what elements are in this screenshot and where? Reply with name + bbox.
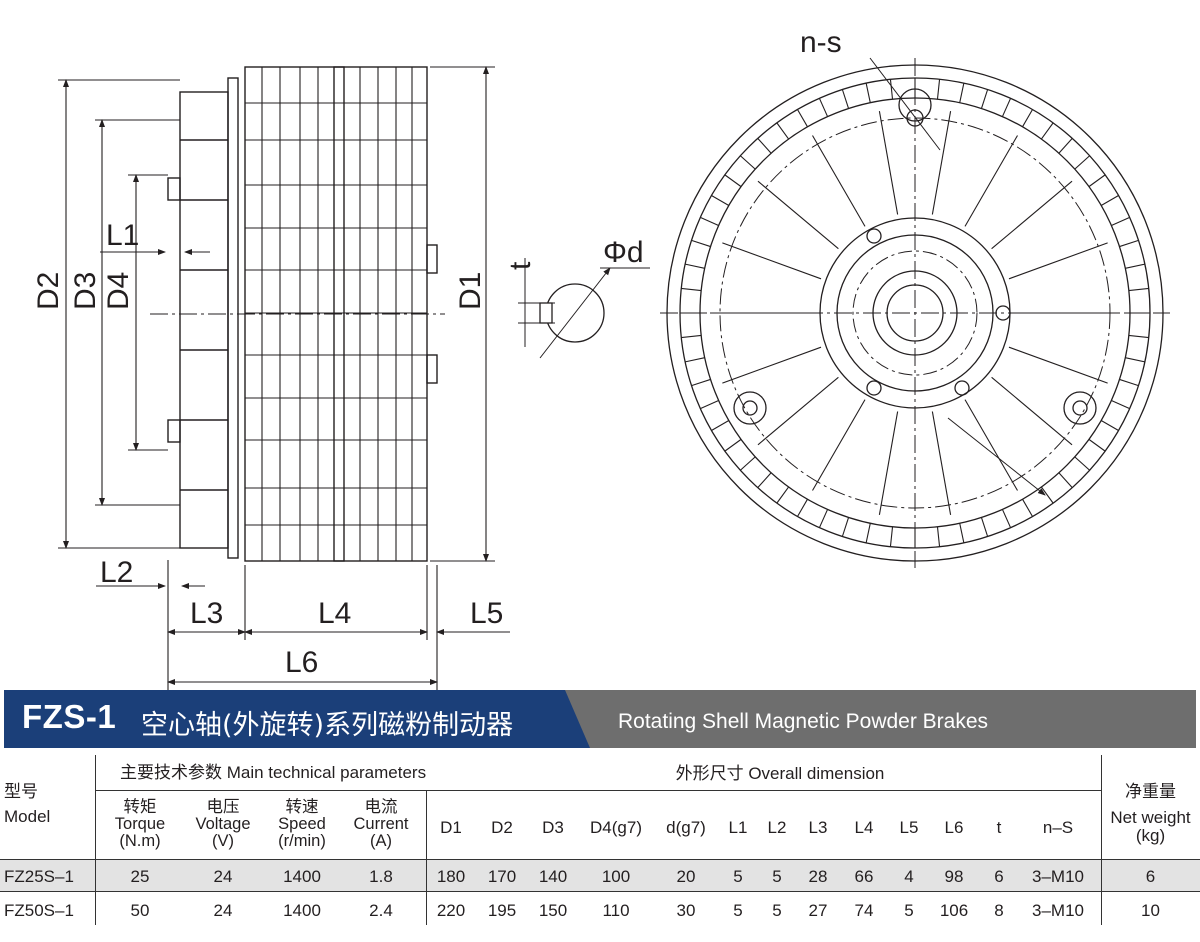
cell: 195 <box>487 901 517 920</box>
param-en: Torque <box>114 815 166 833</box>
cell: 66 <box>854 867 874 886</box>
cell: 150 <box>538 901 568 920</box>
net-weight-unit: (kg) <box>1135 826 1166 845</box>
param-unit: (r/min) <box>278 832 326 850</box>
param-cn: 电流 <box>364 798 398 816</box>
cell: 6 <box>994 867 1004 886</box>
param-en: Current <box>353 815 409 833</box>
shaft-keyway-detail <box>518 258 650 359</box>
label-l1: L1 <box>106 219 139 252</box>
label-phi-d: Φd <box>603 236 644 269</box>
cell-weight: 10 <box>1141 901 1160 920</box>
cell: 180 <box>436 867 466 886</box>
model-header-cn: 型号 <box>4 782 38 801</box>
label-d1: D1 <box>454 272 487 310</box>
label-l5: L5 <box>470 597 503 630</box>
cell: 220 <box>436 901 466 920</box>
cell: 170 <box>487 867 517 886</box>
title-english: Rotating Shell Magnetic Powder Brakes <box>618 710 989 733</box>
param-en: Speed <box>278 815 326 833</box>
cell-model: FZ25S–1 <box>4 867 74 886</box>
cell: 5 <box>733 867 743 886</box>
side-view <box>150 66 445 562</box>
cell: 30 <box>676 901 696 920</box>
cell: 3–M10 <box>1032 867 1084 886</box>
label-d2: D2 <box>32 272 65 310</box>
cell: 24 <box>213 867 233 886</box>
cell: 106 <box>939 901 969 920</box>
label-l3: L3 <box>190 597 223 630</box>
cell: 5 <box>772 901 782 920</box>
dim-header-l2: L2 <box>767 818 787 837</box>
dim-header-d: d(g7) <box>666 818 706 837</box>
param-unit: (N.m) <box>119 832 161 850</box>
cell: 2.4 <box>369 901 393 920</box>
cell: 140 <box>538 867 568 886</box>
label-l2: L2 <box>100 556 133 589</box>
technical-drawing: D2 D3 D4 L1 L2 L3 L4 L5 L6 D1 t Φd n-s <box>32 26 1170 690</box>
param-cn: 转速 <box>285 798 319 816</box>
label-n-s: n-s <box>800 26 842 59</box>
param-en: Voltage <box>195 815 251 833</box>
cell: 1.8 <box>369 867 393 886</box>
title-chinese: 空心轴(外旋转)系列磁粉制动器 <box>141 710 514 741</box>
dimension-lines <box>58 66 510 690</box>
cell: 100 <box>601 867 631 886</box>
model-series-code: FZS-1 <box>22 698 117 735</box>
label-t: t <box>504 261 537 270</box>
cell: 25 <box>130 867 150 886</box>
cell: 28 <box>808 867 828 886</box>
dim-header-d3: D3 <box>542 818 564 837</box>
cell: 4 <box>904 867 914 886</box>
front-view <box>660 57 1170 568</box>
dim-header-l6: L6 <box>944 818 964 837</box>
cell: 50 <box>130 901 150 920</box>
cell: 5 <box>772 867 782 886</box>
dim-header-l4: L4 <box>854 818 874 837</box>
net-weight-header-cn: 净重量 <box>1125 782 1176 801</box>
dim-header-ns: n–S <box>1042 818 1074 837</box>
title-banner: FZS-1 空心轴(外旋转)系列磁粉制动器 Rotating Shell Mag… <box>0 690 1200 748</box>
param-unit: (V) <box>212 832 234 850</box>
cell: 8 <box>994 901 1004 920</box>
banner-left-panel <box>4 690 594 748</box>
label-d3: D3 <box>69 272 102 310</box>
cell: 24 <box>213 901 233 920</box>
cell: 5 <box>904 901 914 920</box>
label-l6: L6 <box>285 646 318 679</box>
cell: 5 <box>733 901 743 920</box>
cell: 3–M10 <box>1032 901 1084 920</box>
dim-header-d4: D4(g7) <box>590 818 642 837</box>
dim-header-t: t <box>996 818 1002 837</box>
dim-header-d2: D2 <box>491 818 513 837</box>
cell: 1400 <box>283 901 321 920</box>
table-row-shade <box>0 859 1200 891</box>
dim-header-l1: L1 <box>728 818 748 837</box>
cell: 110 <box>602 901 630 920</box>
cell: 74 <box>854 901 874 920</box>
overall-dimension-header: 外形尺寸 Overall dimension <box>675 764 885 783</box>
cell: 20 <box>676 867 696 886</box>
banner-right-panel <box>565 690 1196 748</box>
drawing-labels: D2 D3 D4 L1 L2 L3 L4 L5 L6 D1 t Φd n-s <box>32 26 842 679</box>
cell: 1400 <box>283 867 321 886</box>
param-unit: (A) <box>370 832 392 850</box>
cell: 27 <box>808 901 828 920</box>
main-params-header: 主要技术参数 Main technical parameters <box>120 763 427 782</box>
param-cn: 电压 <box>206 798 240 816</box>
param-cn: 转矩 <box>123 798 157 816</box>
net-weight-header-en: Net weight <box>1110 808 1191 827</box>
dim-header-l3: L3 <box>808 818 828 837</box>
dim-header-l5: L5 <box>899 818 919 837</box>
dim-header-d1: D1 <box>440 818 462 837</box>
model-header-en: Model <box>4 807 51 826</box>
cell-weight: 6 <box>1145 867 1156 886</box>
label-d4: D4 <box>102 272 135 310</box>
cell-model: FZ50S–1 <box>4 901 74 920</box>
cell: 98 <box>944 867 964 886</box>
label-l4: L4 <box>318 597 351 630</box>
